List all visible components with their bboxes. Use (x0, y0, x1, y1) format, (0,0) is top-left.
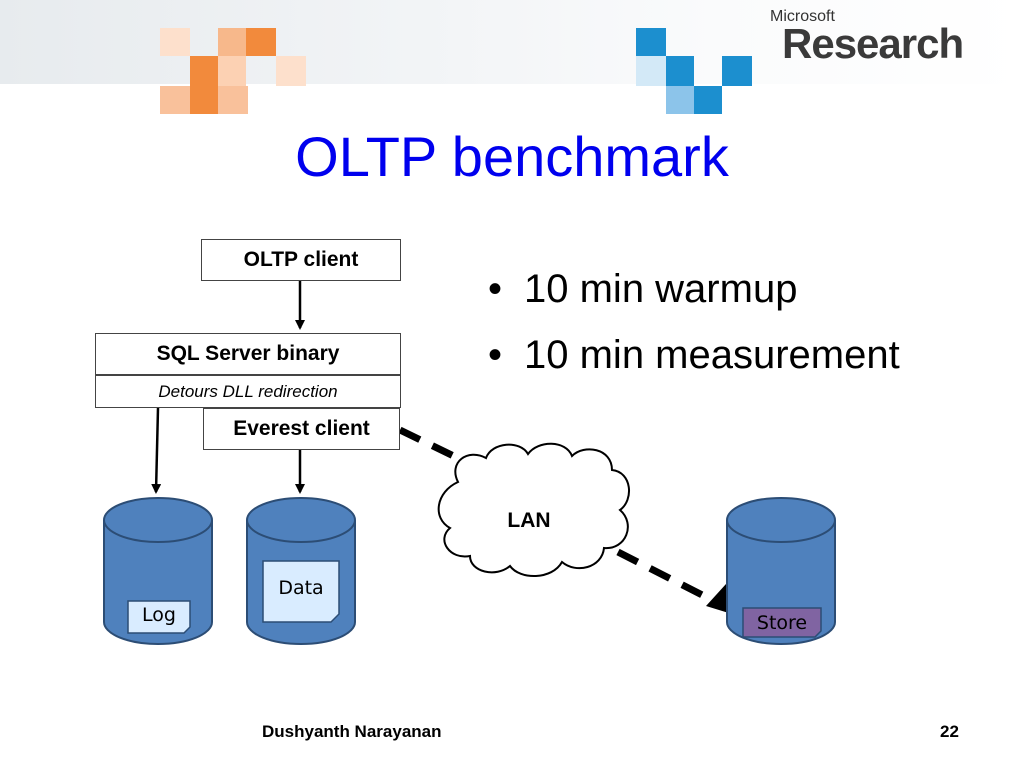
bullet-item: • 10 min warmup (488, 256, 900, 322)
data-cylinder (246, 497, 356, 645)
detours-box: Detours DLL redirection (95, 375, 401, 408)
logo-brand: Microsoft (770, 8, 835, 25)
data-label: Data (278, 577, 323, 599)
lan-label: LAN (507, 509, 550, 532)
banner-tile (218, 28, 246, 56)
banner-tile (218, 86, 248, 114)
bullet-text: 10 min measurement (524, 333, 900, 377)
dashed-link-lan-store (616, 548, 714, 604)
store-label: Store (757, 612, 807, 634)
banner-tile (722, 56, 752, 86)
banner-tile (666, 86, 694, 114)
banner-tile (160, 28, 190, 56)
bullet-dot: • (488, 333, 503, 377)
lan-cloud (437, 442, 631, 578)
oltp-client-box: OLTP client (201, 239, 401, 281)
arrow-sql-to-log (151, 407, 162, 494)
banner-tile (666, 56, 694, 86)
bullet-list: • 10 min warmup • 10 min measurement (488, 256, 900, 388)
banner-tile (218, 56, 246, 86)
bullet-item: • 10 min measurement (488, 322, 900, 388)
page-number: 22 (940, 722, 959, 741)
banner-tile (190, 56, 218, 86)
banner-tile (246, 28, 276, 56)
log-label: Log (142, 604, 176, 626)
header-banner (0, 0, 1024, 115)
banner-tile (160, 86, 190, 114)
footer-author: Dushyanth Narayanan (262, 722, 442, 741)
banner-tile (694, 86, 722, 114)
sql-server-box: SQL Server binary (95, 333, 401, 375)
bullet-dot: • (488, 267, 503, 311)
banner-tile (636, 56, 666, 86)
everest-client-box: Everest client (203, 408, 400, 450)
log-cylinder (103, 497, 213, 645)
dashed-link-everest-lan (398, 426, 468, 466)
store-cylinder (726, 497, 836, 645)
bullet-text: 10 min warmup (524, 267, 798, 311)
slide-title: OLTP benchmark (295, 125, 729, 188)
logo-product: Research (782, 20, 964, 67)
banner-tile (190, 86, 218, 114)
banner-tile (276, 56, 306, 86)
banner-tile (636, 28, 666, 56)
